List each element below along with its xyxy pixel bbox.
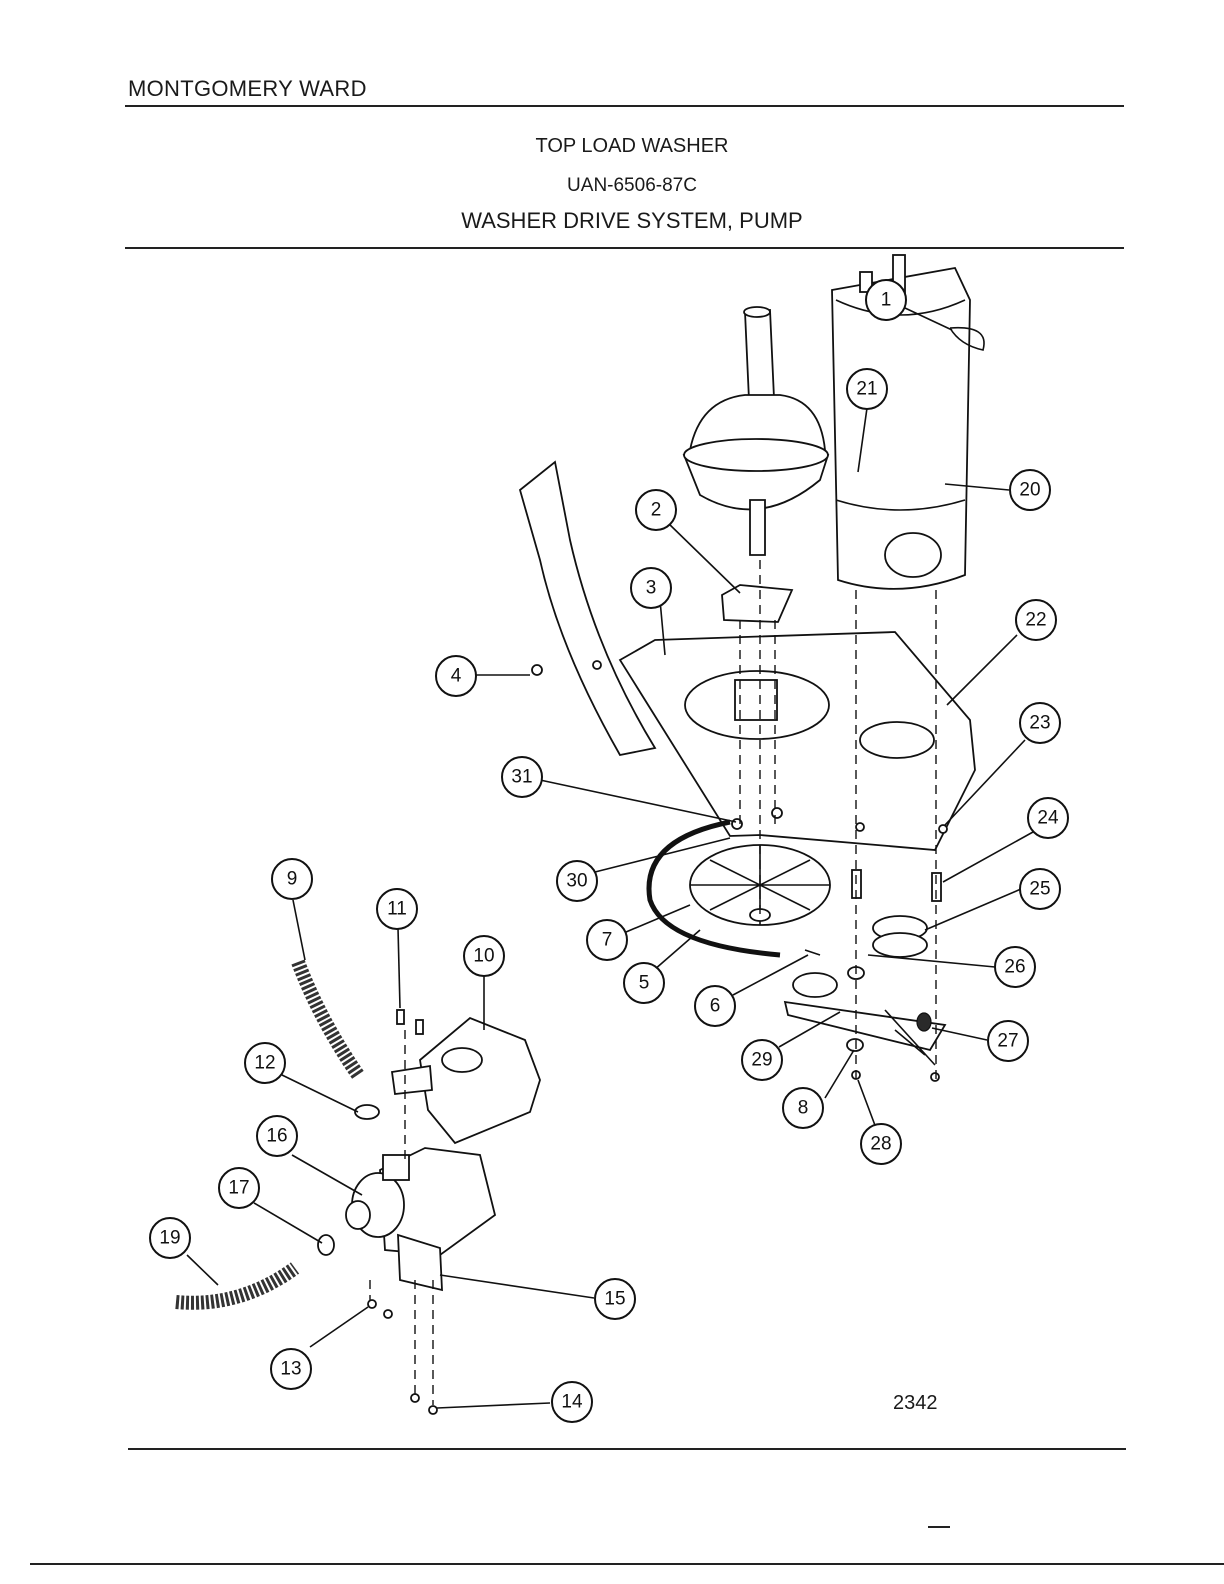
svg-text:23: 23 (1029, 713, 1050, 734)
callout-27: 27 (987, 1020, 1029, 1062)
svg-text:24: 24 (1037, 808, 1059, 829)
svg-text:5: 5 (639, 973, 650, 994)
callout-25: 25 (1019, 868, 1061, 910)
callout-17: 17 (218, 1167, 260, 1209)
svg-text:15: 15 (604, 1289, 625, 1310)
motor-pulley-part (872, 915, 928, 958)
callout-26: 26 (994, 946, 1036, 988)
callout-31: 31 (501, 756, 543, 798)
idler-arm-part (783, 972, 947, 1066)
svg-text:31: 31 (511, 767, 532, 788)
callout-13: 13 (270, 1348, 312, 1390)
svg-text:16: 16 (266, 1126, 287, 1147)
callout-14: 14 (551, 1381, 593, 1423)
svg-text:2: 2 (651, 500, 662, 521)
alignment-lines (739, 560, 937, 1080)
callout-30: 30 (556, 860, 598, 902)
pump-screws (367, 1009, 438, 1415)
callout-2: 2 (635, 489, 677, 531)
leader-lines (186, 307, 1034, 1409)
callout-4: 4 (435, 655, 477, 697)
pump-cover-part (390, 1016, 541, 1145)
svg-text:7: 7 (602, 930, 613, 951)
pump-part (345, 1147, 497, 1256)
brace-panel-part (518, 460, 657, 757)
callout-5: 5 (623, 962, 665, 1004)
callout-11: 11 (376, 888, 418, 930)
clamp-ring-part (949, 326, 985, 351)
svg-text:14: 14 (561, 1392, 583, 1413)
svg-text:26: 26 (1004, 957, 1025, 978)
svg-text:3: 3 (646, 578, 657, 599)
callout-24: 24 (1027, 797, 1069, 839)
svg-text:19: 19 (159, 1228, 180, 1249)
callout-12: 12 (244, 1042, 286, 1084)
callout-7: 7 (586, 919, 628, 961)
drive-motor-part (831, 254, 971, 590)
callout-28: 28 (860, 1123, 902, 1165)
svg-text:17: 17 (228, 1178, 249, 1199)
outlet-hose-part (175, 1262, 300, 1310)
coupling-part (721, 584, 794, 623)
svg-text:28: 28 (870, 1134, 891, 1155)
transmission-part (682, 306, 830, 556)
section-title: WASHER DRIVE SYSTEM, PUMP (461, 208, 803, 233)
svg-text:13: 13 (280, 1359, 301, 1380)
inlet-hose-part (291, 959, 364, 1079)
svg-text:29: 29 (751, 1050, 772, 1071)
bottom-rule (128, 1448, 1126, 1450)
callout-10: 10 (463, 935, 505, 977)
callout-21: 21 (846, 368, 888, 410)
svg-text:4: 4 (451, 666, 462, 687)
callout-19: 19 (149, 1217, 191, 1259)
svg-text:6: 6 (710, 996, 721, 1017)
svg-text:25: 25 (1029, 879, 1050, 900)
svg-text:12: 12 (254, 1053, 275, 1074)
svg-text:8: 8 (798, 1098, 809, 1119)
callout-9: 9 (271, 858, 313, 900)
svg-text:21: 21 (856, 379, 877, 400)
brand-name: MONTGOMERY WARD (128, 76, 367, 101)
callout-1: 1 (865, 279, 907, 321)
page-edge-rule (30, 1563, 1224, 1565)
svg-text:11: 11 (387, 899, 407, 920)
mounting-platform-part (618, 631, 976, 851)
svg-text:30: 30 (566, 871, 587, 892)
model-number: UAN-6506-87C (567, 175, 697, 196)
drive-belt-part (646, 819, 781, 958)
callout-23: 23 (1019, 702, 1061, 744)
svg-text:22: 22 (1025, 610, 1046, 631)
drive-pulley-part (689, 844, 831, 926)
title-rule (125, 247, 1124, 249)
svg-text:20: 20 (1019, 480, 1040, 501)
callout-22: 22 (1015, 599, 1057, 641)
pump-bracket-part (397, 1233, 443, 1292)
document-title: TOP LOAD WASHER (535, 135, 729, 157)
callout-16: 16 (256, 1115, 298, 1157)
callout-6: 6 (694, 985, 736, 1027)
svg-text:10: 10 (473, 946, 494, 967)
hose-clamp-lower (317, 1234, 335, 1256)
callout-29: 29 (741, 1039, 783, 1081)
hose-clamp-upper (354, 1104, 380, 1120)
callout-15: 15 (594, 1278, 636, 1320)
callout-8: 8 (782, 1087, 824, 1129)
callout-3: 3 (630, 567, 672, 609)
stray-mark (928, 1526, 950, 1528)
callout-20: 20 (1009, 469, 1051, 511)
svg-text:27: 27 (997, 1031, 1018, 1052)
svg-text:9: 9 (287, 869, 298, 890)
figure-number: 2342 (893, 1392, 938, 1414)
svg-text:1: 1 (881, 290, 892, 311)
top-rule (125, 105, 1124, 107)
